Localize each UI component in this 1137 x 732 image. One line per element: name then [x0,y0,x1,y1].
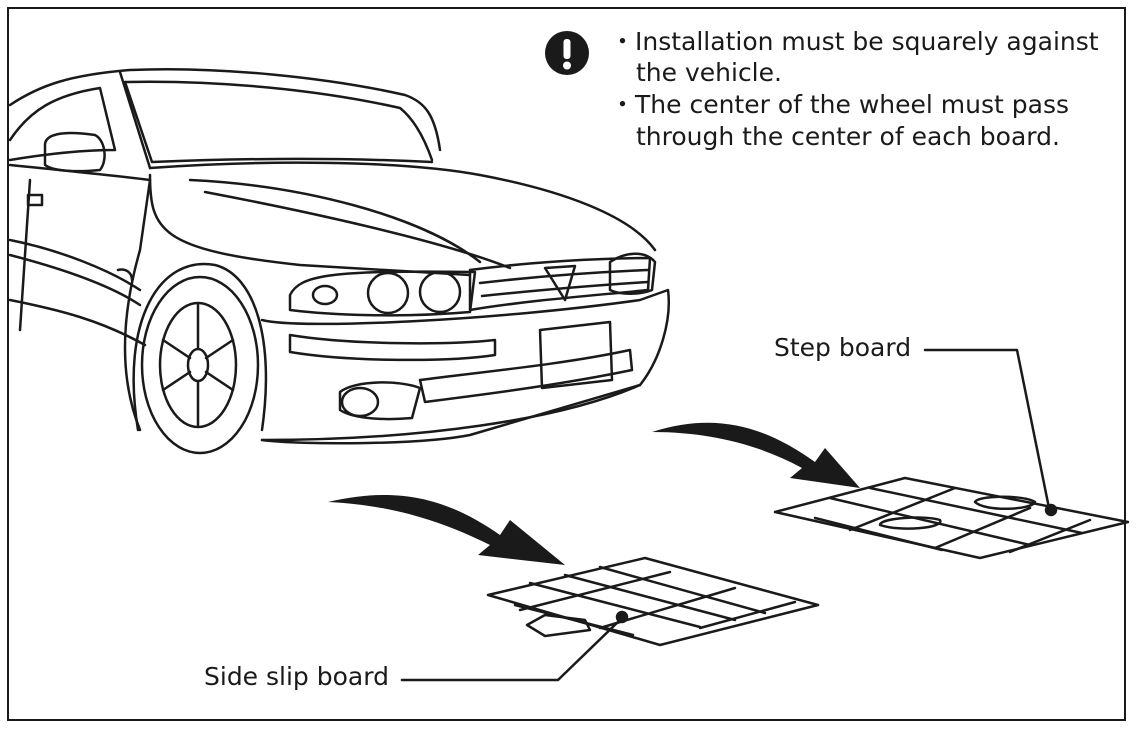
bumper-lower [260,383,642,445]
side-slip-board-edge [513,603,635,637]
side-slip-board-illustration [400,556,820,682]
car-side-crease-2 [8,253,142,307]
car-rocker [8,298,147,347]
car-hood-line-1 [188,178,482,264]
step-board-slot-1 [878,516,942,530]
wheel-arch [132,262,268,432]
car-side-crease [8,238,142,292]
arrow-to-side-slip-board [328,494,565,565]
car-side-marker [116,268,134,282]
step-board-slot-2 [973,495,1037,510]
headlight-housing [288,270,477,317]
notice-line-4: through the center of each board. [636,122,1060,151]
side-slip-board-grid [518,565,797,630]
headlight-lamp-small [311,284,339,306]
car-fender [148,173,472,277]
diagram-frame [7,7,1126,721]
step-board-label: Step board [774,333,912,362]
direction-arrows [328,422,860,565]
side-slip-board-leader-line [400,618,622,682]
front-tire [140,275,260,455]
car-hood-line-2 [203,190,512,270]
side-slip-board-label: Side slip board [204,662,389,691]
front-grille-upper [468,256,652,312]
step-board-grid [828,486,1092,554]
right-headlight [608,252,657,295]
front-rim [158,301,238,429]
step-board-edge [813,516,944,552]
front-bumper [260,288,670,442]
rim-spokes [161,303,235,427]
side-slip-board-bracket [525,613,592,638]
car-hood [148,161,657,252]
car-side-body [8,163,152,432]
fog-lamp [340,386,380,418]
car-windshield-top [123,80,434,162]
exclamation-icon [545,31,589,75]
car-roof [8,67,442,152]
step-board-leader-line [923,348,1051,510]
fog-lamp-housing [338,381,422,421]
front-hub [186,347,210,383]
headlight-lamp-2 [418,270,462,314]
car-illustration [8,67,670,455]
bumper-intake [418,348,634,404]
bumper-strip [288,333,497,362]
license-plate [538,320,614,390]
notice-line-2: the vehicle. [636,58,782,87]
arrow-to-step-board [652,422,860,488]
notice-line-3: ・The center of the wheel must pass [610,90,1069,119]
car-a-pillar [118,70,152,170]
step-board-illustration [773,348,1130,560]
car-side-window [8,86,117,162]
notice-line-1: ・Installation must be squarely against [610,27,1099,56]
car-door-handle [26,193,44,207]
headlight-lamp-1 [366,271,410,315]
grille-emblem [543,264,577,302]
car-windshield-bottom [123,80,434,164]
